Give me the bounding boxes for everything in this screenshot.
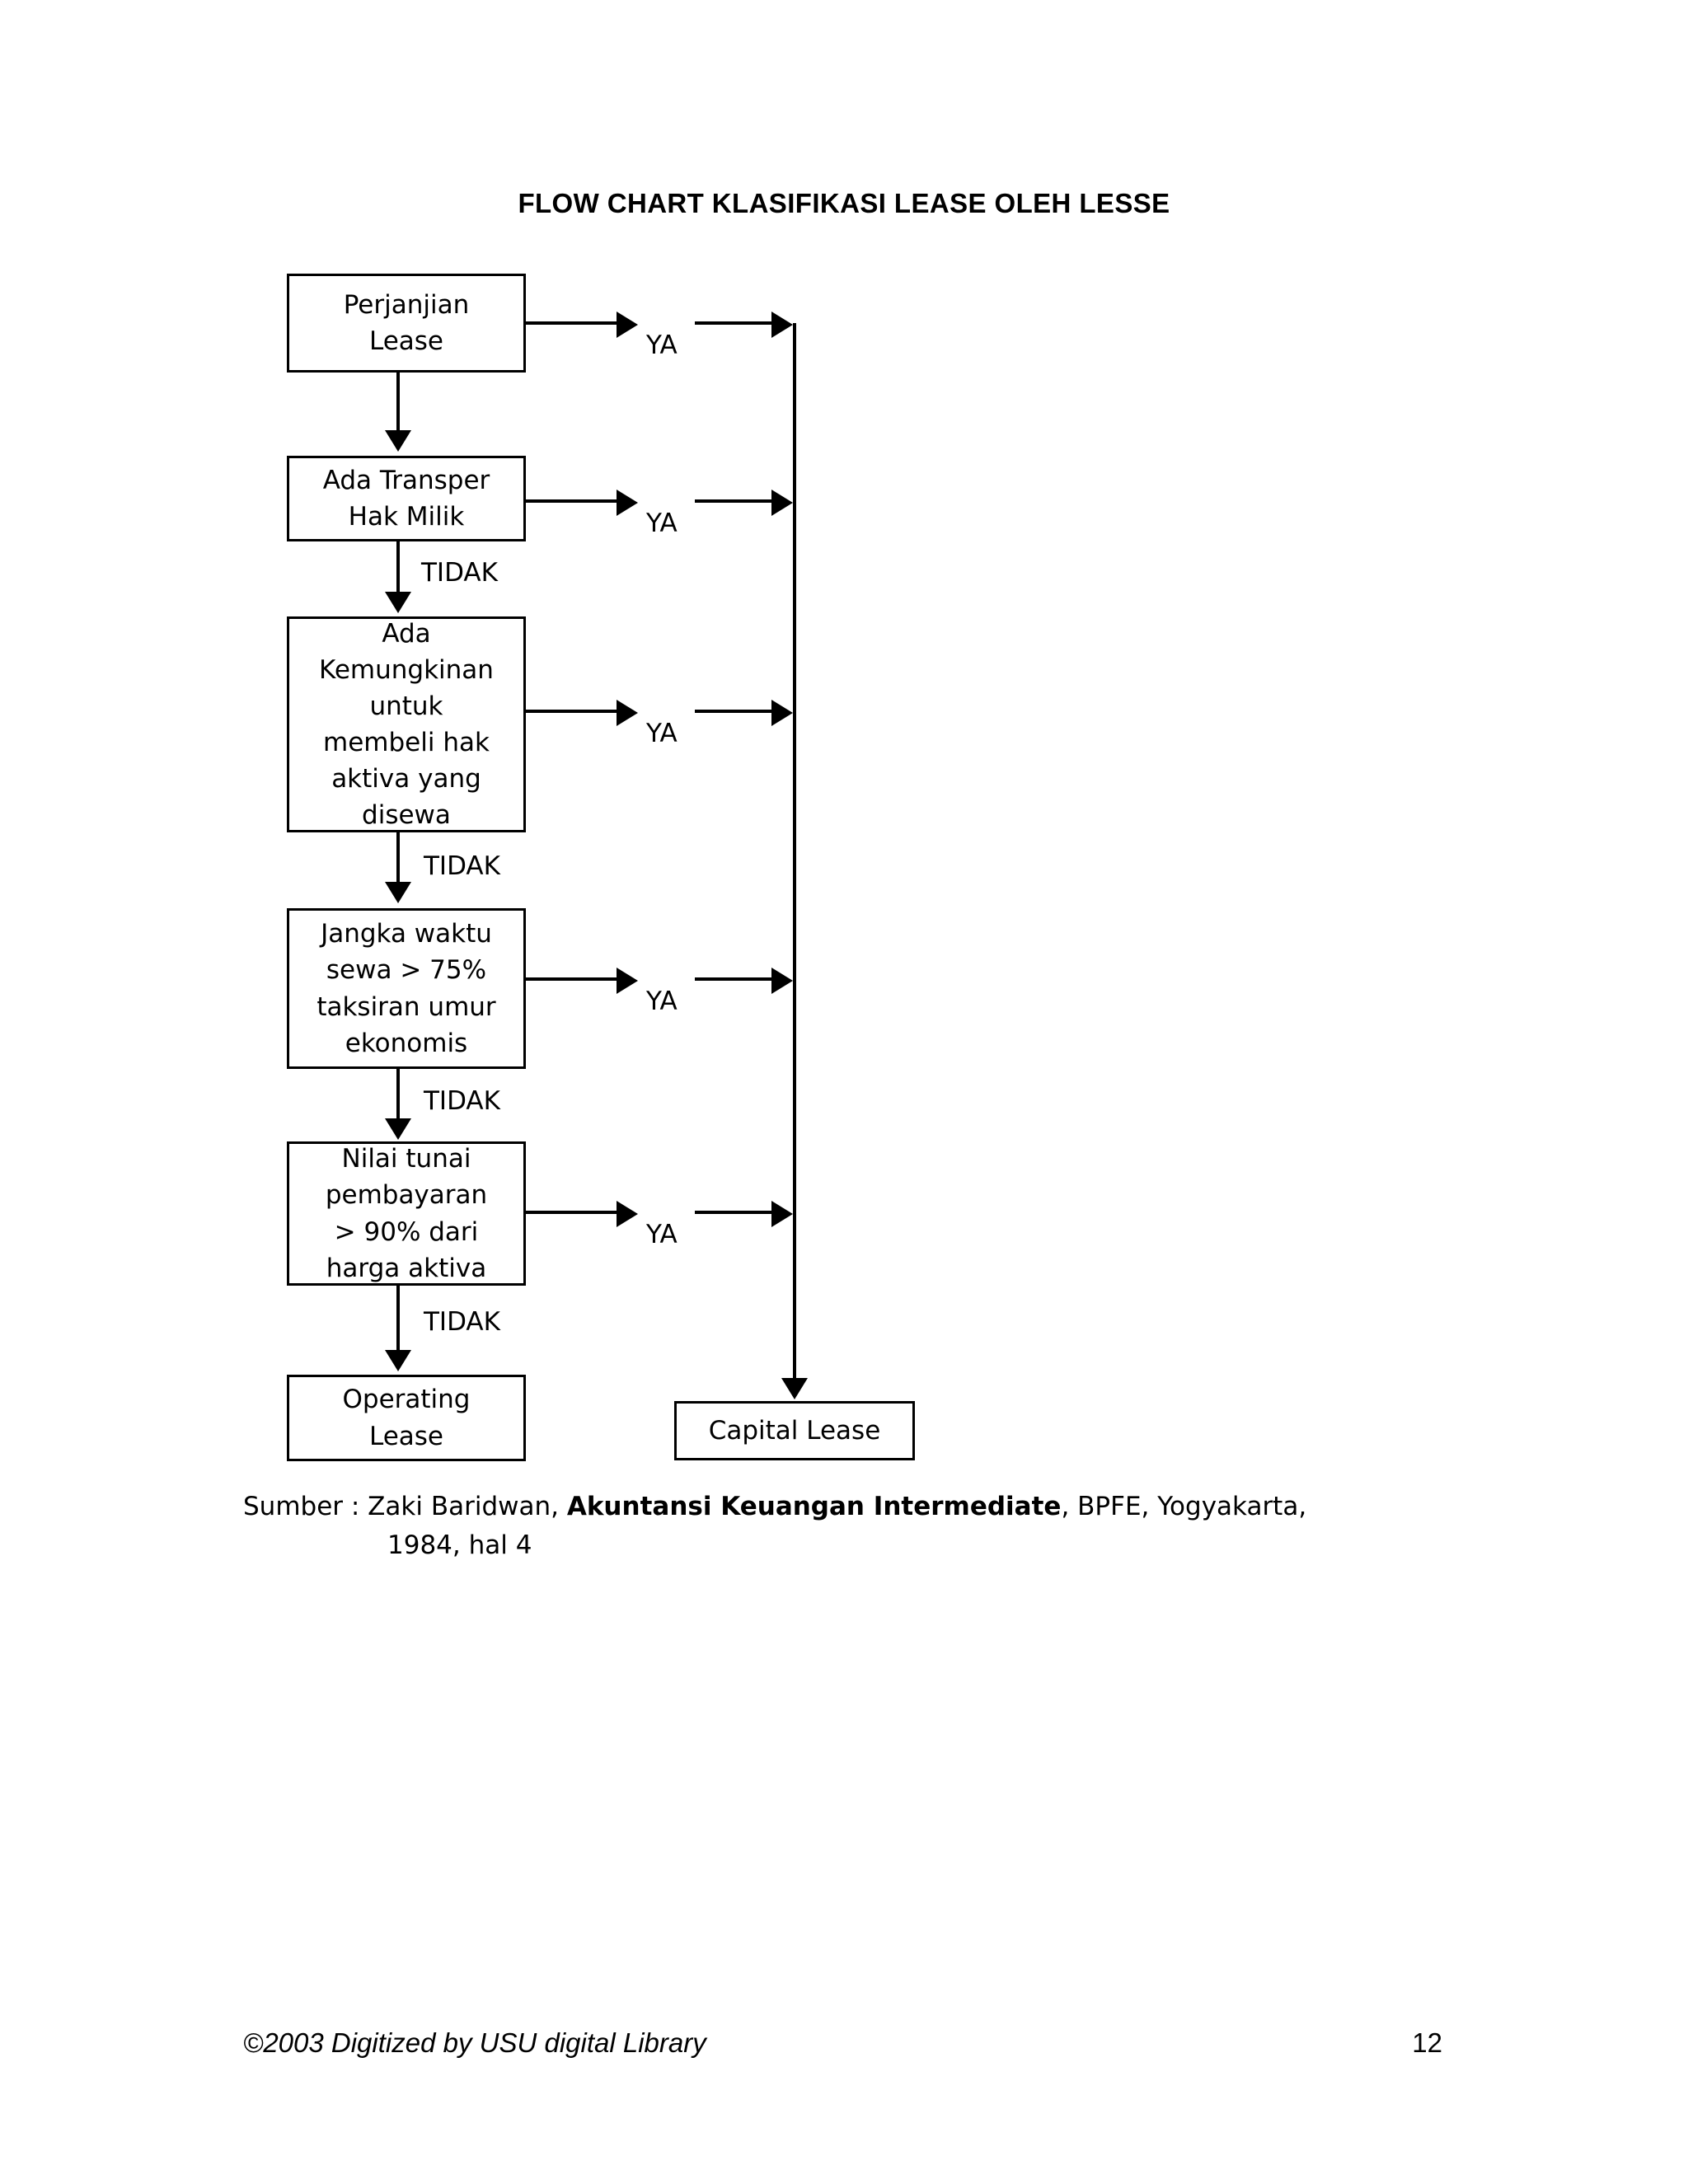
arrowhead-into-transper — [385, 430, 411, 452]
arrowhead-nilai-ya-2 — [771, 1201, 793, 1227]
connector-nilai-ya-segment2 — [695, 1211, 773, 1214]
arrowhead-transper-ya-2 — [771, 490, 793, 516]
flow-node-jangka-waktu-sewa: Jangka waktu sewa > 75% taksiran umur ek… — [287, 908, 526, 1069]
page-title: FLOW CHART KLASIFIKASI LEASE OLEH LESSE — [518, 188, 1170, 218]
flow-node-operating-lease: Operating Lease — [287, 1375, 526, 1461]
arrowhead-transper-ya-1 — [617, 490, 638, 516]
edge-label-ya-row1: YA — [646, 330, 678, 360]
connector-jangka-ya-segment2 — [695, 977, 773, 981]
arrowhead-into-kemungkinan — [385, 592, 411, 613]
edge-label-ya-row4: YA — [646, 987, 678, 1016]
page-number: 12 — [1412, 2027, 1442, 2058]
arrowhead-perjanjian-ya-2 — [771, 312, 793, 338]
source-prefix: Sumber : Zaki Baridwan, — [243, 1492, 567, 1521]
arrowhead-perjanjian-ya-1 — [617, 312, 638, 338]
arrowhead-into-nilai — [385, 1118, 411, 1140]
source-line2: 1984, hal 4 — [387, 1530, 532, 1560]
edge-label-ya-row3: YA — [646, 719, 678, 748]
arrowhead-jangka-ya-1 — [617, 968, 638, 994]
arrowhead-into-capital-lease — [781, 1378, 808, 1399]
connector-kemungkinan-to-jangka — [396, 832, 400, 883]
flow-node-capital-lease: Capital Lease — [674, 1401, 915, 1460]
flow-node-ada-transper-hak-milik: Ada Transper Hak Milik — [287, 456, 526, 541]
connector-jangka-ya-segment1 — [526, 977, 618, 981]
flow-node-perjanjian-lease: Perjanjian Lease — [287, 274, 526, 373]
edge-label-ya-row5: YA — [646, 1220, 678, 1249]
source-suffix: , BPFE, Yogyakarta, — [1061, 1492, 1307, 1521]
footer-credit: ©2003 Digitized by USU digital Library — [243, 2027, 706, 2058]
connector-transper-to-kemungkinan — [396, 541, 400, 593]
flow-node-ada-kemungkinan-membeli: Ada Kemungkinan untuk membeli hak aktiva… — [287, 616, 526, 832]
arrowhead-nilai-ya-1 — [617, 1201, 638, 1227]
arrowhead-into-operating — [385, 1350, 411, 1371]
edge-label-tidak-row5: TIDAK — [424, 1307, 500, 1337]
connector-transper-ya-segment2 — [695, 499, 773, 503]
connector-perjanjian-ya-segment1 — [526, 321, 618, 325]
arrowhead-kemungkinan-ya-2 — [771, 700, 793, 726]
connector-kemungkinan-ya-segment1 — [526, 710, 618, 713]
connector-kemungkinan-ya-segment2 — [695, 710, 773, 713]
connector-nilai-ya-segment1 — [526, 1211, 618, 1214]
edge-label-tidak-row2: TIDAK — [421, 558, 498, 588]
arrowhead-jangka-ya-2 — [771, 968, 793, 994]
connector-capital-bus-vertical — [793, 323, 796, 1380]
flow-node-nilai-tunai-pembayaran: Nilai tunai pembayaran > 90% dari harga … — [287, 1141, 526, 1286]
edge-label-ya-row2: YA — [646, 509, 678, 538]
connector-transper-ya-segment1 — [526, 499, 618, 503]
connector-nilai-to-operating — [396, 1286, 400, 1352]
connector-perjanjian-ya-segment2 — [695, 321, 773, 325]
connector-jangka-to-nilai — [396, 1069, 400, 1120]
arrowhead-kemungkinan-ya-1 — [617, 700, 638, 726]
source-caption: Sumber : Zaki Baridwan, Akuntansi Keuang… — [243, 1488, 1447, 1564]
edge-label-tidak-row4: TIDAK — [424, 1086, 500, 1116]
arrowhead-into-jangka — [385, 882, 411, 903]
edge-label-tidak-row3: TIDAK — [424, 851, 500, 881]
source-book-title: Akuntansi Keuangan Intermediate — [566, 1492, 1062, 1521]
connector-perjanjian-to-transper — [396, 373, 400, 432]
